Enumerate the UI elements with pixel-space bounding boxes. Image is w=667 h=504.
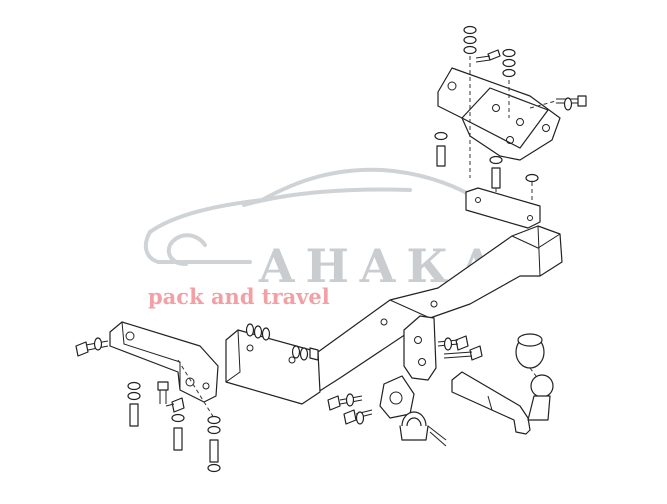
centre-bolt-set [327, 393, 373, 425]
left-far-bracket [109, 321, 219, 403]
side-bolt-right [529, 95, 587, 111]
lower-bolts-right-bracket [434, 131, 539, 220]
upper-bolt [475, 49, 501, 63]
right-mounting-plate [465, 187, 541, 229]
left-side-bolt [75, 337, 109, 357]
socket-mount-plate [379, 375, 415, 419]
right-upper-bracket [437, 67, 561, 161]
electrical-socket [399, 411, 447, 447]
left-side-bracket [225, 329, 321, 405]
top-nut-stack [463, 25, 516, 178]
hitch-bolts [437, 335, 483, 361]
watermark-tagline: pack and travel [148, 284, 330, 309]
left-bracket-nuts [245, 323, 319, 361]
left-lower-bolts [127, 359, 221, 473]
hitch-arm [403, 315, 437, 381]
tow-ball-neck [451, 371, 554, 435]
ball-cap [515, 333, 545, 377]
